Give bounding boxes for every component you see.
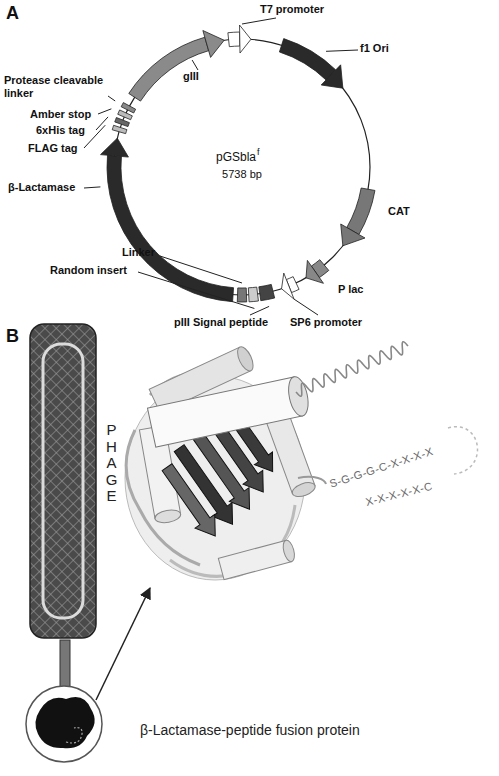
phage-body: PHAGE [28,322,124,640]
promoter-label: SP6 promoter [290,316,362,329]
leader-line [192,60,198,70]
panel-letter: A [6,3,19,25]
leader-line [108,96,115,101]
zoom-arrow [96,588,150,700]
leader-line [250,306,269,315]
origin-label: f1 Ori [360,42,389,55]
zoom-circle [26,686,102,762]
plac-arrow [306,260,329,284]
leader-line [138,272,254,308]
leader-line [84,125,105,148]
tag-label: FLAG tag [28,142,78,155]
tag-label: Amber stop [30,108,91,121]
leader-line [326,50,358,51]
insert-label: Linker [122,246,155,259]
linker-band [237,288,246,302]
phage-stalk [60,640,70,690]
peptide-sequence: X-X-X-X-X-C [364,480,434,509]
protease-band [121,103,135,113]
tag-label: 6xHis tag [36,124,85,137]
plasmid-name: pGSbla [216,150,256,164]
his-band [115,118,130,127]
tag-label: Protease cleavable linker [4,74,124,100]
gene-label: β-Lactamase [8,181,75,194]
random-insert-band [248,287,258,302]
gene-label: gIII [183,70,199,83]
promoter-label: P lac [338,283,364,296]
plasmid-superscript: f [257,147,260,158]
peptide-silhouette [66,728,82,743]
leader-line [242,18,276,24]
bla-gene-arc [101,138,234,301]
phage-outline [28,322,100,640]
f1-ori-arc [279,39,342,89]
leader-line [294,299,318,315]
gene-label: CAT [388,205,410,218]
plasmid-map [101,25,375,302]
promoter-label: T7 promoter [260,3,324,16]
helix-ribbon [296,342,408,397]
leader-line [160,256,242,283]
sp6-promoter-arrow [282,273,299,299]
plasmid-size: 5738 bp [222,168,262,181]
figure-caption: β-Lactamase-peptide fusion protein [140,722,360,739]
leader-line [84,187,100,188]
beta-lactamase-structure [125,345,478,580]
panel-letter: B [6,326,19,348]
signal-label: pIII Signal peptide [174,316,268,329]
leader-line [98,109,111,114]
signal-peptide-band [259,284,275,300]
cat-gene-arc [341,188,375,246]
phage-label: PHAGE [104,422,119,505]
flag-band [112,125,127,133]
protein-silhouette [35,697,94,748]
insert-label: Random insert [50,264,127,277]
giii-gene-arc [129,31,224,102]
t7-promoter-arrow [228,25,251,53]
